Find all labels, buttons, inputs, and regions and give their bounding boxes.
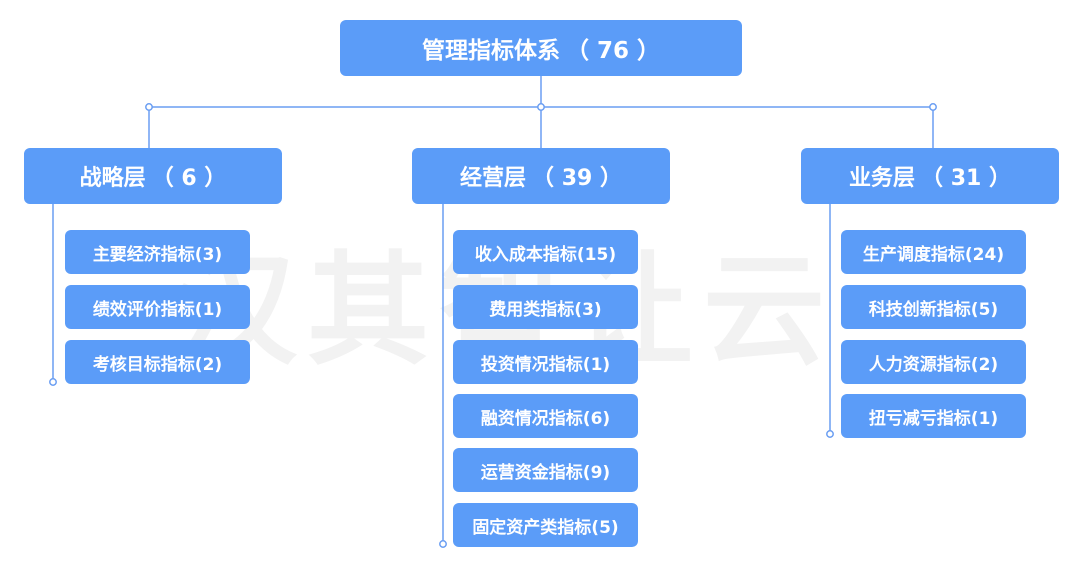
layer-label: 业务层 xyxy=(849,166,916,191)
junction-dot xyxy=(537,103,545,111)
layer-count: （ 6 ） xyxy=(151,166,227,191)
layer-label: 战略层 xyxy=(79,166,146,191)
indicator-label: 绩效评价指标(1) xyxy=(92,299,223,320)
indicator-node: 扭亏减亏指标(1) xyxy=(841,394,1026,438)
indicator-label: 固定资产类指标(5) xyxy=(472,517,619,538)
indicator-node: 固定资产类指标(5) xyxy=(453,503,638,547)
indicator-label: 扭亏减亏指标(1) xyxy=(868,408,999,429)
junction-dot xyxy=(145,103,153,111)
indicator-label: 人力资源指标(2) xyxy=(868,354,999,375)
rail-end-dot xyxy=(439,540,447,548)
indicator-label: 融资情况指标(6) xyxy=(480,408,611,429)
indicator-label: 费用类指标(3) xyxy=(489,299,602,320)
layer-label: 经营层 xyxy=(460,166,527,191)
rail-end-dot xyxy=(49,378,57,386)
indicator-node: 考核目标指标(2) xyxy=(65,340,250,384)
indicator-node: 费用类指标(3) xyxy=(453,285,638,329)
indicator-label: 收入成本指标(15) xyxy=(474,244,617,265)
layer-node-strategy: 战略层（ 6 ） xyxy=(24,148,282,204)
rail-end-dot xyxy=(826,430,834,438)
indicator-label: 生产调度指标(24) xyxy=(862,244,1005,265)
indicator-label: 科技创新指标(5) xyxy=(868,299,999,320)
layer-count: （ 31 ） xyxy=(921,166,1011,191)
junction-dot xyxy=(929,103,937,111)
root-node-count: （ 76 ） xyxy=(565,38,661,64)
indicator-node: 绩效评价指标(1) xyxy=(65,285,250,329)
indicator-label: 投资情况指标(1) xyxy=(480,354,611,375)
indicator-node: 人力资源指标(2) xyxy=(841,340,1026,384)
indicator-node: 投资情况指标(1) xyxy=(453,340,638,384)
indicator-label: 运营资金指标(9) xyxy=(480,462,611,483)
indicator-node: 主要经济指标(3) xyxy=(65,230,250,274)
layer-count: （ 39 ） xyxy=(532,166,622,191)
indicator-label: 考核目标指标(2) xyxy=(92,354,223,375)
indicator-node: 运营资金指标(9) xyxy=(453,448,638,492)
indicator-node: 收入成本指标(15) xyxy=(453,230,638,274)
indicator-node: 融资情况指标(6) xyxy=(453,394,638,438)
layer-node-business: 业务层（ 31 ） xyxy=(801,148,1059,204)
indicator-node: 生产调度指标(24) xyxy=(841,230,1026,274)
indicator-label: 主要经济指标(3) xyxy=(92,244,223,265)
indicator-node: 科技创新指标(5) xyxy=(841,285,1026,329)
root-node-label: 管理指标体系 xyxy=(421,38,560,64)
root-node: 管理指标体系（ 76 ） xyxy=(340,20,742,76)
layer-node-operation: 经营层（ 39 ） xyxy=(412,148,670,204)
